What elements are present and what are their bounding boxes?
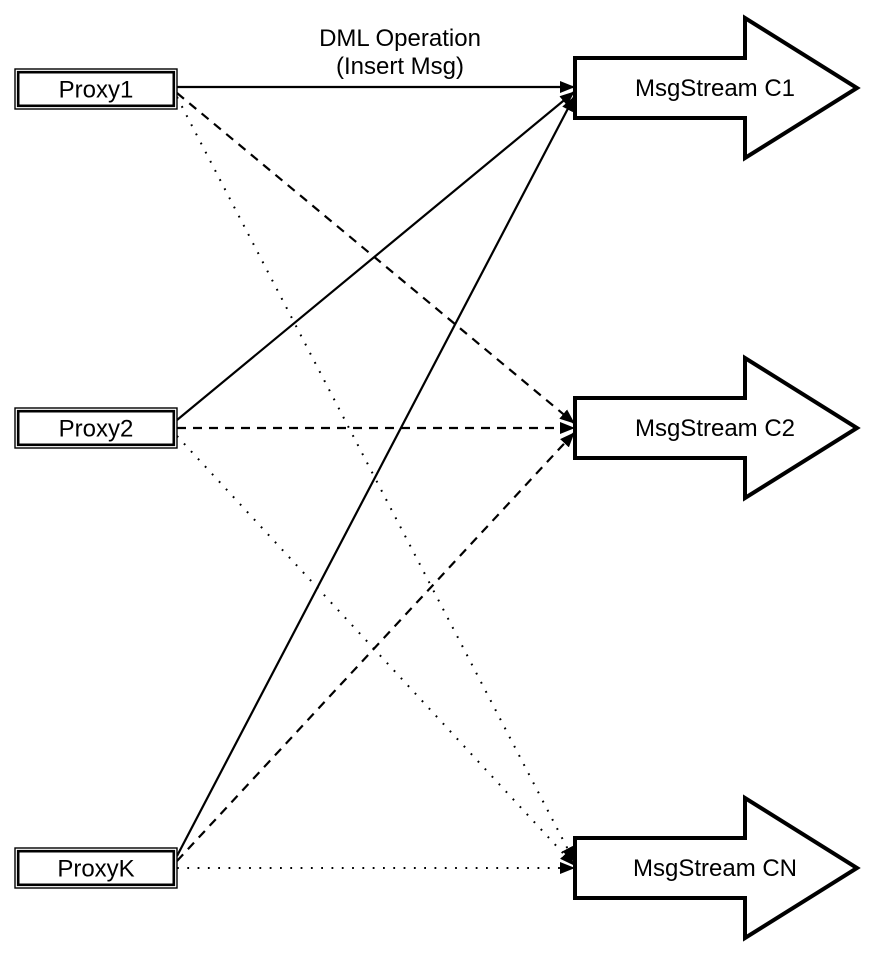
edge-proxyk-c2-dashed <box>176 432 575 862</box>
proxy-node-1-box <box>14 68 178 110</box>
msgstream-arrow-cn-label: MsgStream CN <box>633 855 797 882</box>
edge-proxy2-c1-solid <box>176 91 575 421</box>
proxy-node-k: ProxyK <box>14 847 178 889</box>
proxy-node-k-label: ProxyK <box>57 856 134 883</box>
proxy-node-2: Proxy2 <box>14 407 178 449</box>
edge-label-dml-operation: DML Operation (Insert Msg) <box>319 25 481 80</box>
msgstream-arrow-cn-shape <box>573 794 861 942</box>
msgstream-arrow-c1-shape <box>573 14 861 162</box>
msgstream-arrow-c2-shape <box>573 354 861 502</box>
proxy-node-2-box <box>14 407 178 449</box>
proxy-node-2-inner-border <box>16 409 176 447</box>
msgstream-arrow-c1: MsgStream C1 <box>573 14 861 162</box>
proxy-node-k-inner-border <box>16 849 176 887</box>
edge-proxy1-c2-dashed <box>176 92 575 424</box>
msgstream-arrow-c2-label: MsgStream C2 <box>635 415 795 442</box>
msgstream-arrow-c1-label: MsgStream C1 <box>635 75 795 102</box>
edge-proxyk-c1-solid <box>176 96 575 857</box>
proxy-node-k-box <box>14 847 178 889</box>
msgstream-arrow-c2: MsgStream C2 <box>573 354 861 502</box>
edge-label-line2: (Insert Msg) <box>336 53 464 80</box>
edge-proxy2-cn-dotted <box>176 435 575 866</box>
proxy-node-1: Proxy1 <box>14 68 178 110</box>
proxy-node-1-label: Proxy1 <box>59 77 134 104</box>
proxy-node-2-label: Proxy2 <box>59 416 134 443</box>
edge-label-line1: DML Operation <box>319 25 481 52</box>
proxy-node-1-inner-border <box>16 70 176 108</box>
msgstream-arrow-cn: MsgStream CN <box>573 794 861 942</box>
